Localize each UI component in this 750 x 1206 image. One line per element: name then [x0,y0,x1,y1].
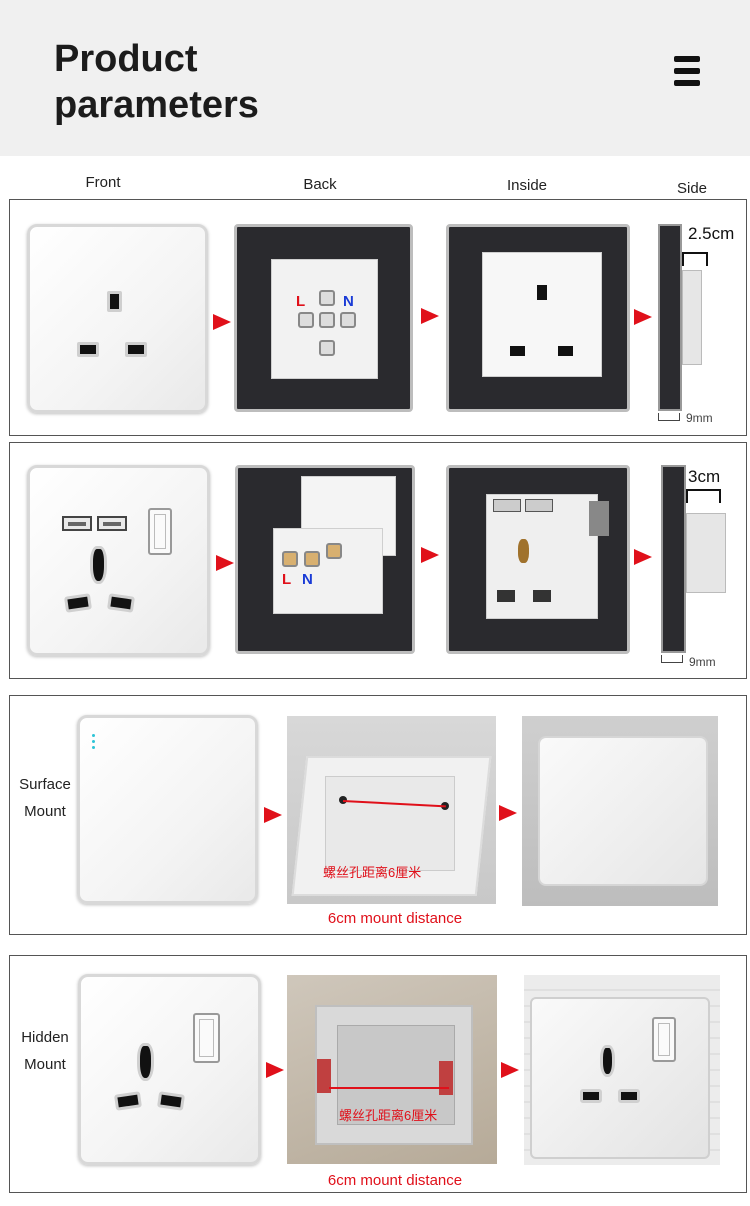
mount-distance-caption: 6cm mount distance [327,1172,463,1189]
screw-distance-note: 螺丝孔距离6厘米 [323,865,422,880]
arrow-icon [421,308,439,324]
inside-view-uk [446,224,630,412]
surface-mount-section: Surface Mount 螺丝孔距离6厘米 6cm mount distanc… [9,695,747,935]
arrow-icon [266,1062,284,1078]
live-slot [64,593,92,613]
neutral-slot [157,1091,185,1111]
column-label-inside: Inside [506,177,548,194]
mount-distance-caption: 6cm mount distance [327,910,463,927]
row-uk-socket: L N 2.5cm 9mm [9,199,747,436]
blank-switch-plate [77,715,258,904]
socket-core [482,252,602,377]
earth-slot [107,291,122,312]
socket-core [486,494,598,619]
hidden-mount-label: Hidden Mount [21,1029,69,1073]
rocker-switch[interactable] [148,508,172,555]
side-profile-uk [658,224,682,411]
surface-mount-label: Surface Mount [19,776,71,820]
earth-slot [90,546,107,584]
neutral-slot [125,342,147,357]
arrow-icon [499,805,517,821]
hidden-mount-section: Hidden Mount 螺丝孔距离6厘米 6cm mount distance [9,955,747,1193]
terminal-module: L N [273,528,383,614]
depth-dimension: 2.5cm [688,224,735,243]
arrow-icon [213,314,231,330]
menu-icon[interactable] [674,56,700,88]
hidden-box-photo: 螺丝孔距离6厘米 [287,975,497,1164]
usb-port-icon [62,516,92,531]
row-universal-socket: L N 3cm 9mm [9,442,747,679]
column-label-side: Side [676,180,708,197]
column-label-front: Front [85,174,121,191]
earth-slot [137,1043,154,1081]
surface-box-photo: 螺丝孔距离6厘米 [287,716,496,904]
arrow-icon [634,309,652,325]
live-slot [77,342,99,357]
screw-distance-note: 螺丝孔距离6厘米 [339,1108,438,1123]
hidden-mounted-result-photo [524,975,720,1165]
inside-view-universal [446,465,630,654]
terminal-module: L N [271,259,378,379]
thickness-dimension: 9mm [686,411,713,425]
live-slot [114,1091,142,1111]
arrow-icon [501,1062,519,1078]
usb-port-icon [97,516,127,531]
side-profile-universal [661,465,686,653]
neutral-label: N [302,571,313,588]
front-plate-uk [27,224,208,413]
arrow-icon [264,807,282,823]
universal-socket-plate [78,974,261,1165]
page-title: Product parameters [54,38,259,126]
arrow-icon [216,555,234,571]
rocker-switch[interactable] [193,1013,220,1063]
live-label: L [296,293,306,310]
live-label: L [282,571,292,588]
arrow-icon [421,547,439,563]
neutral-label: N [343,293,354,310]
depth-dimension: 3cm [688,467,721,486]
front-plate-universal [27,465,210,656]
thickness-dimension: 9mm [689,655,716,669]
column-label-back: Back [303,176,337,193]
page-header: Product parameters [0,0,750,156]
back-plate-uk: L N [234,224,413,412]
neutral-slot [107,593,135,613]
surface-mounted-result-photo [522,716,718,906]
back-plate-universal: L N [235,465,415,654]
arrow-icon [634,549,652,565]
